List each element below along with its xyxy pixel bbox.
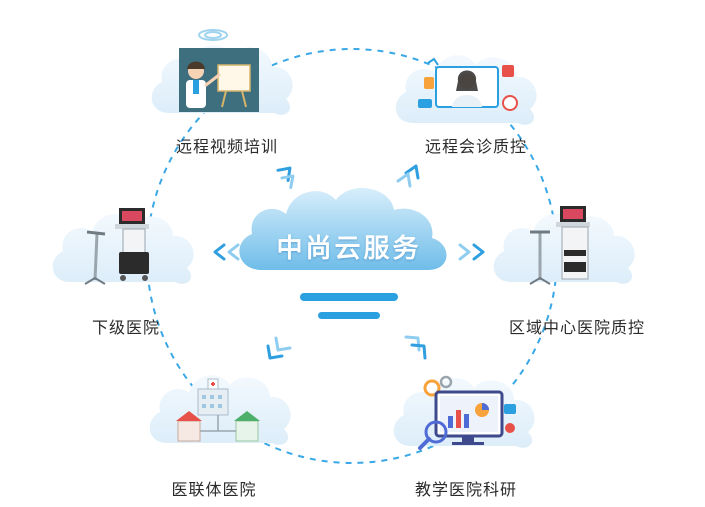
node-consult-cloud — [395, 55, 537, 125]
node-training-cloud — [151, 29, 293, 115]
label-consult: 远程会诊质控 — [424, 137, 528, 156]
node-alliance-cloud — [149, 375, 291, 445]
arrow-right — [458, 243, 485, 261]
node-research-cloud — [393, 375, 535, 450]
label-alliance: 医联体医院 — [171, 480, 257, 499]
remote-consultation-icon — [418, 57, 518, 111]
center-cloud — [239, 187, 447, 319]
center-title: 中尚云服务 — [276, 234, 422, 264]
endoscopy-cart-icon — [84, 208, 149, 285]
data-analysis-monitor-icon — [418, 375, 516, 450]
node-lower-cloud — [52, 208, 194, 285]
arrow-down-right — [404, 335, 427, 360]
endoscopy-workstation-icon — [529, 206, 590, 285]
label-training: 远程视频培训 — [175, 137, 279, 156]
arrow-left — [213, 243, 240, 261]
center-bar-top — [300, 293, 398, 301]
label-regional: 区域中心医院质控 — [508, 318, 646, 337]
hospital-buildings-icon — [176, 378, 260, 442]
arrow-down-left — [266, 336, 292, 360]
label-lower: 下级医院 — [91, 318, 161, 337]
arrow-up-left — [276, 166, 295, 190]
label-research: 教学医院科研 — [414, 480, 518, 499]
node-regional-cloud — [493, 206, 635, 285]
arrow-up-right — [396, 164, 420, 188]
doctor-teaching-icon — [179, 29, 259, 112]
center-bar-bottom — [318, 312, 380, 319]
